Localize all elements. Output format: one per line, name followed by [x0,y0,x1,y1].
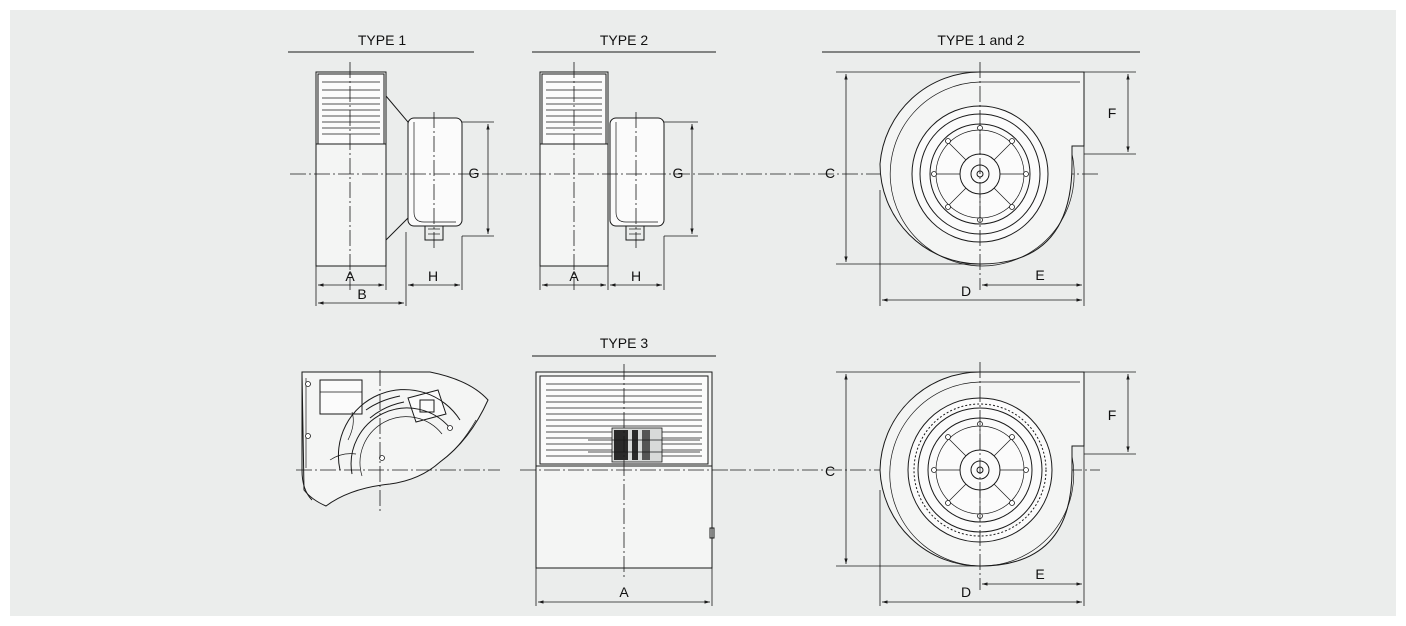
type1-motor [407,117,463,227]
type3-dim-f: F [1108,407,1117,423]
type1-dim-h: H [428,268,438,284]
type3-dim-c: C [825,463,835,479]
type12-dim-c: C [825,165,835,181]
type12-view: TYPE 1 and 2 C F [822,32,1140,306]
type3-dim-e: E [1035,566,1044,582]
type2-impeller [541,73,607,145]
type2-dim-h: H [631,268,641,284]
type2-dim-g: G [673,165,684,181]
type12-dim-e: E [1035,267,1044,283]
type3-dim-d: D [961,584,971,600]
type2-title: TYPE 2 [600,32,648,48]
type2-motor [609,117,665,227]
type1-title: TYPE 1 [358,32,406,48]
type2-terminal [625,225,645,241]
type3-view: TYPE 3 A [520,335,730,606]
type2-view: TYPE 2 G A H [532,32,716,290]
cutaway-view [296,370,500,512]
type3-front-view: C F E D [825,362,1136,606]
type3-title: TYPE 3 [600,335,648,351]
cutaway-capacitor [319,379,363,415]
type3-dim-a: A [619,584,629,600]
type12-dim-d: D [961,283,971,299]
type12-title: TYPE 1 and 2 [937,32,1024,48]
type12-dim-f: F [1108,105,1117,121]
type1-dim-g: G [469,165,480,181]
type1-view: TYPE 1 G A B [288,32,494,306]
type1-impeller [317,73,385,145]
type2-dim-a: A [569,268,579,284]
type1-dim-b: B [357,286,366,302]
type1-dim-a: A [345,268,355,284]
